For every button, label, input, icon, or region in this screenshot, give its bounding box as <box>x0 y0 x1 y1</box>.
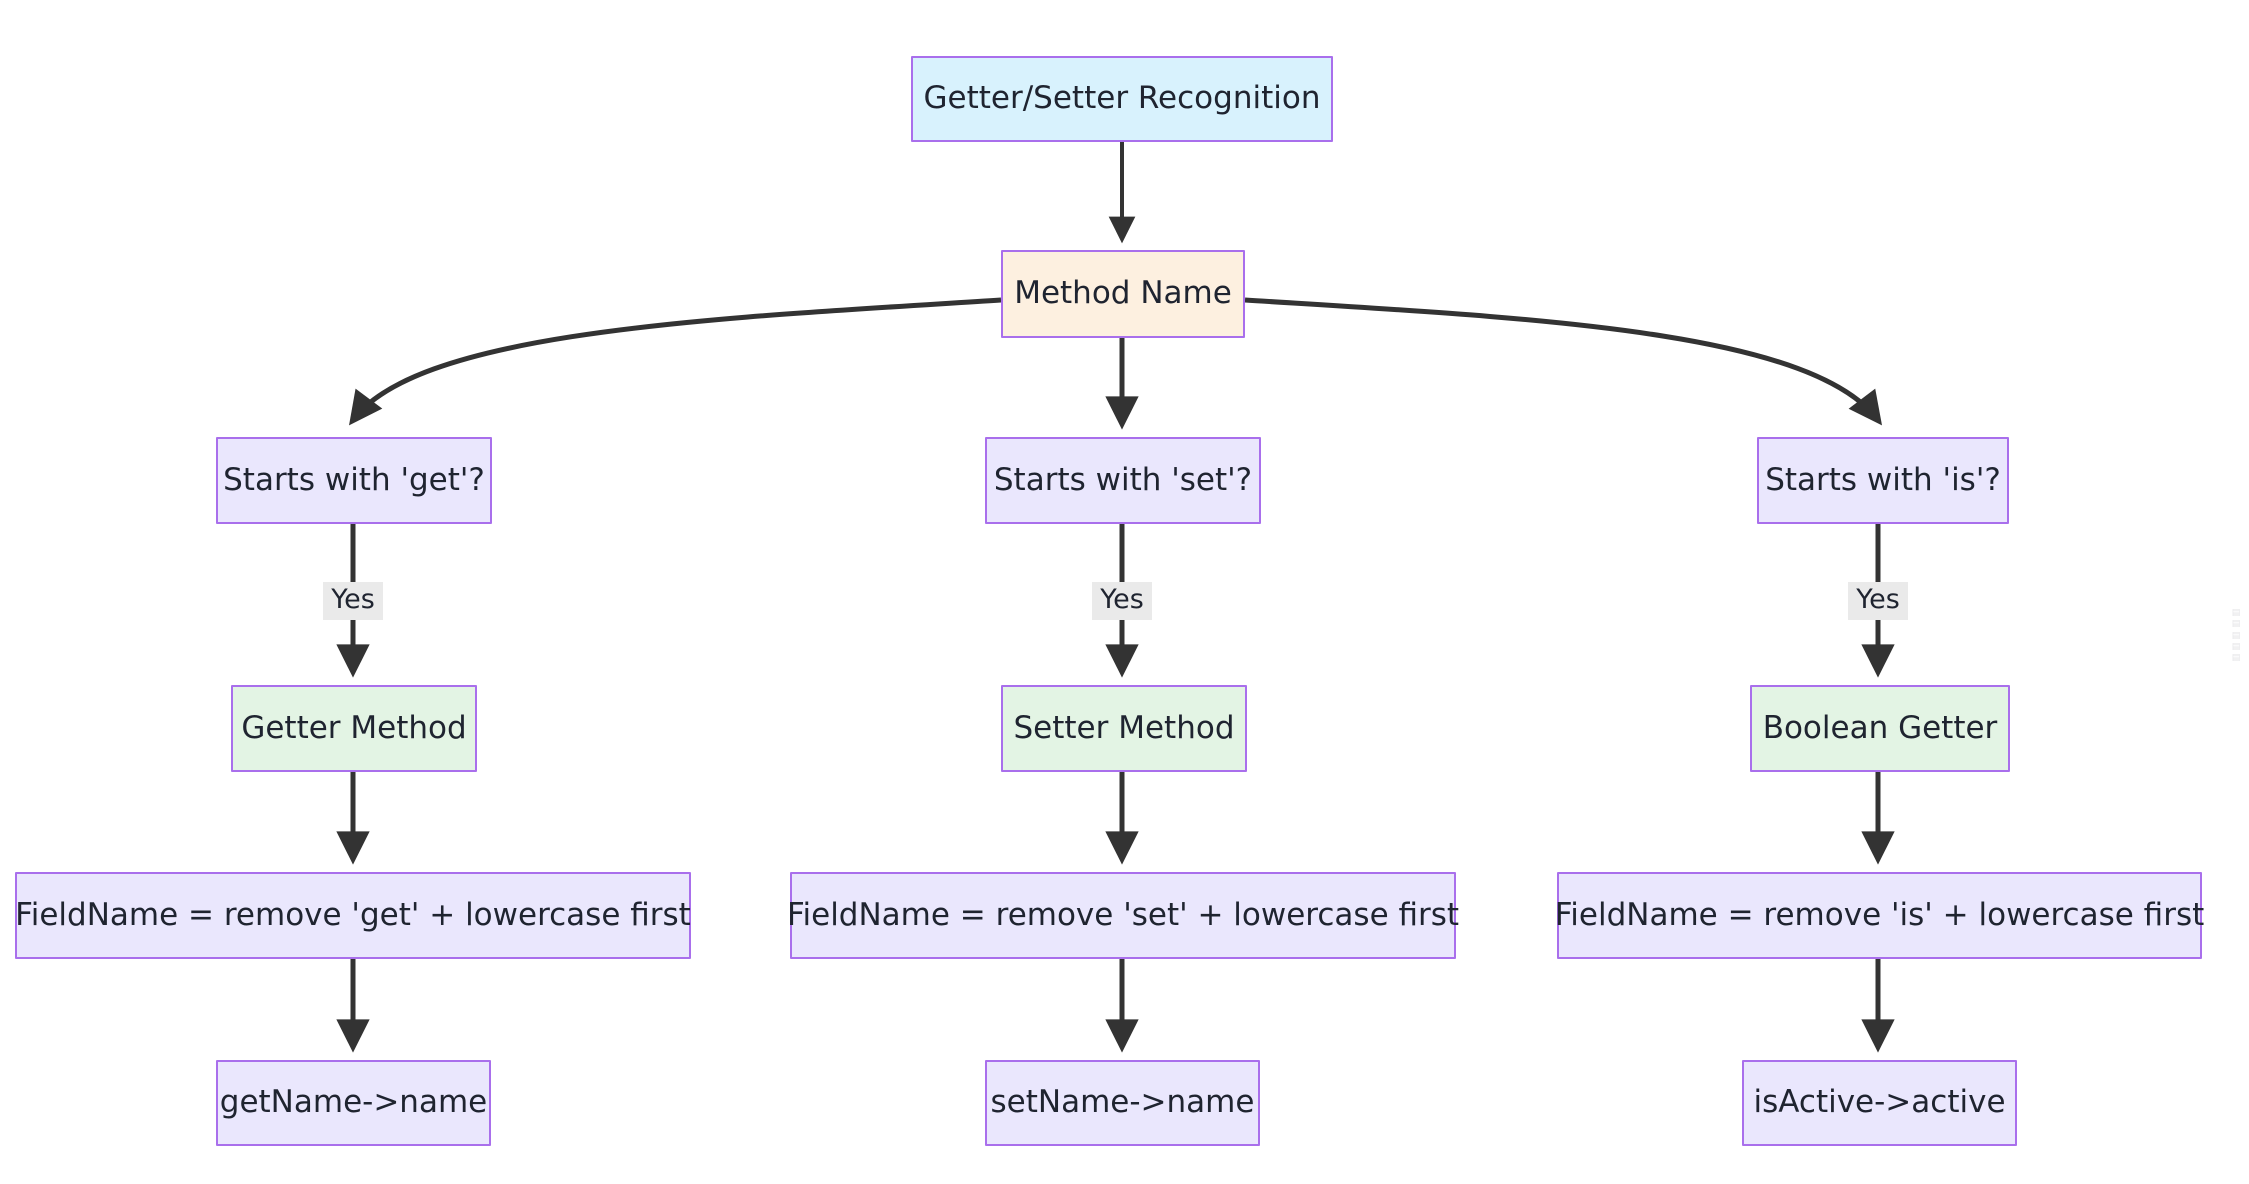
edge-label-yes-get: Yes <box>323 582 383 620</box>
node-setter-method[interactable]: Setter Method <box>1001 685 1247 772</box>
node-boolean-getter[interactable]: Boolean Getter <box>1750 685 2010 772</box>
edge-label-yes-set: Yes <box>1092 582 1152 620</box>
edge-label-yes-is: Yes <box>1848 582 1908 620</box>
node-example-is-active[interactable]: isActive->active <box>1742 1060 2017 1146</box>
edge-watermark-artifact: ▤ ▤ ▤ ▤ ▤ <box>2231 608 2241 663</box>
node-check-starts-with-set[interactable]: Starts with 'set'? <box>985 437 1261 524</box>
node-title[interactable]: Getter/Setter Recognition <box>911 56 1333 142</box>
node-example-get-name[interactable]: getName->name <box>216 1060 491 1146</box>
node-field-name-set[interactable]: FieldName = remove 'set' + lowercase fir… <box>787 872 1459 959</box>
edge-method-to-check-is <box>1244 297 1883 426</box>
node-field-name-is[interactable]: FieldName = remove 'is' + lowercase firs… <box>1555 872 2204 959</box>
node-method-name[interactable]: Method Name <box>1001 250 1245 338</box>
node-check-starts-with-is[interactable]: Starts with 'is'? <box>1757 437 2009 524</box>
node-field-name-get[interactable]: FieldName = remove 'get' + lowercase fir… <box>15 872 691 959</box>
node-check-starts-with-get[interactable]: Starts with 'get'? <box>216 437 492 524</box>
node-example-set-name[interactable]: setName->name <box>985 1060 1260 1146</box>
node-getter-method[interactable]: Getter Method <box>231 685 477 772</box>
edge-method-to-check-get <box>349 297 1002 426</box>
